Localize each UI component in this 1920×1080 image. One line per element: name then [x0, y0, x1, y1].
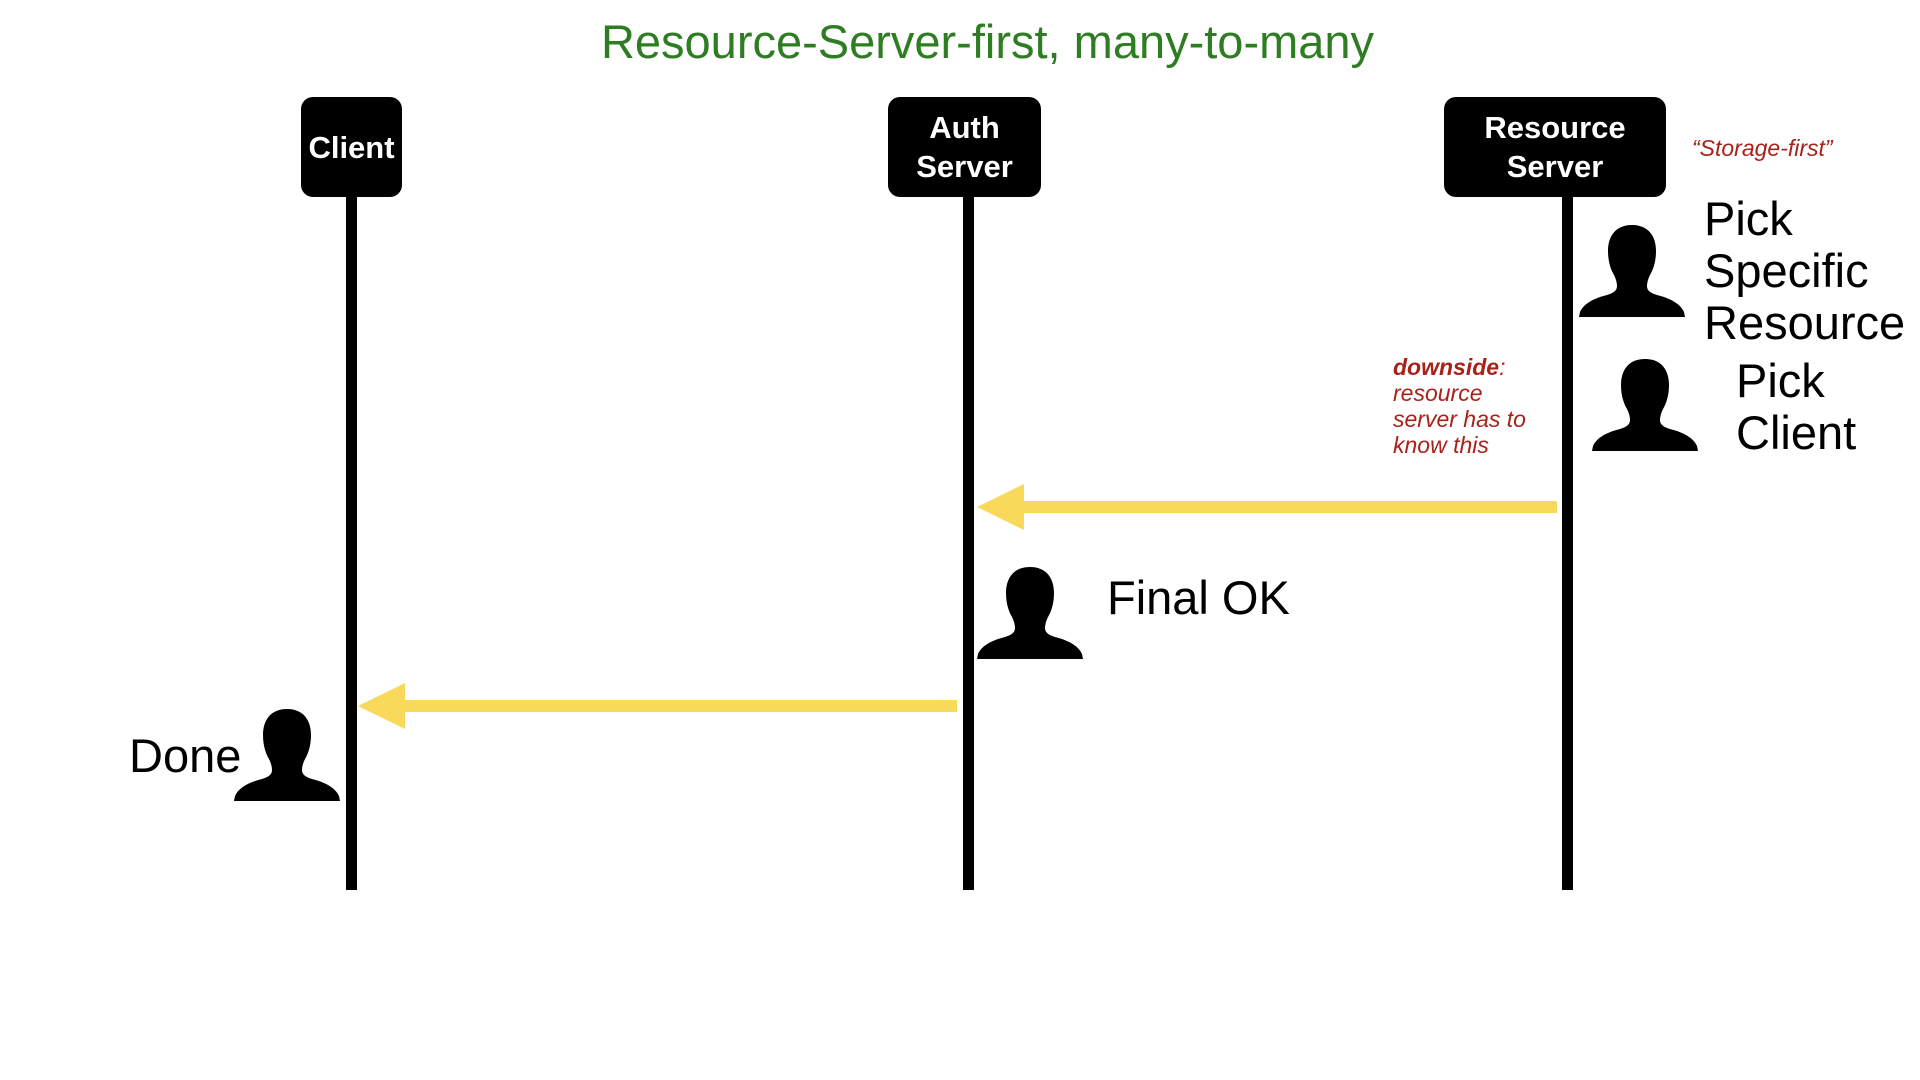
actor-auth-server-label-line-1: Auth [929, 110, 1000, 145]
storage-first-note: “Storage-first” [1692, 135, 1833, 161]
step-pick-client: Pick Client [1736, 355, 1856, 459]
step-pick-specific-resource-line-3: Resource [1704, 296, 1906, 349]
step-pick-client-line-1: Pick [1736, 354, 1825, 407]
lifeline-resource-server [1562, 190, 1573, 890]
arrow-left-icon [977, 484, 1557, 530]
lifeline-auth-server [963, 190, 974, 890]
actor-resource-server: Resource Server [1444, 97, 1666, 197]
actor-resource-server-label-line-2: Server [1506, 149, 1604, 184]
actor-resource-server-label-line-1: Resource [1484, 110, 1626, 145]
arrow-auth-to-client-shaft [400, 700, 957, 712]
downside-note-heading: downside: [1393, 354, 1526, 380]
actor-auth-server-label-line-2: Server [916, 149, 1013, 184]
downside-note-line-1: resource [1393, 380, 1483, 406]
lifeline-client [346, 190, 357, 890]
person-silhouette-icon [234, 709, 340, 801]
step-pick-specific-resource-line-2: Specific [1704, 244, 1869, 297]
step-final-ok: Final OK [1107, 571, 1290, 624]
step-pick-specific-resource-line-1: Pick [1704, 192, 1793, 245]
arrow-left-icon [358, 683, 957, 729]
step-pick-client-line-2: Client [1736, 406, 1857, 459]
actor-client: Client [301, 97, 402, 197]
person-silhouette-icon [1579, 225, 1685, 317]
person-silhouette-icon [1592, 359, 1698, 451]
downside-note-keyword: downside [1393, 354, 1500, 380]
person-silhouette-icon [977, 567, 1083, 659]
downside-note-line-2: server has to [1393, 406, 1526, 432]
diagram-title: Resource-Server-first, many-to-many [600, 15, 1375, 68]
arrow-auth-to-client-head [358, 683, 405, 729]
step-pick-specific-resource: Pick Specific Resource [1704, 193, 1905, 349]
actor-client-label: Client [308, 129, 395, 165]
step-done: Done [129, 729, 242, 782]
arrow-resource-to-auth-head [977, 484, 1024, 530]
arrow-resource-to-auth-shaft [1015, 501, 1557, 513]
downside-note: downside: resource server has to know th… [1393, 354, 1526, 458]
downside-note-line-3: know this [1393, 432, 1489, 458]
downside-note-colon: : [1499, 354, 1506, 380]
actor-auth-server: Auth Server [888, 97, 1041, 197]
